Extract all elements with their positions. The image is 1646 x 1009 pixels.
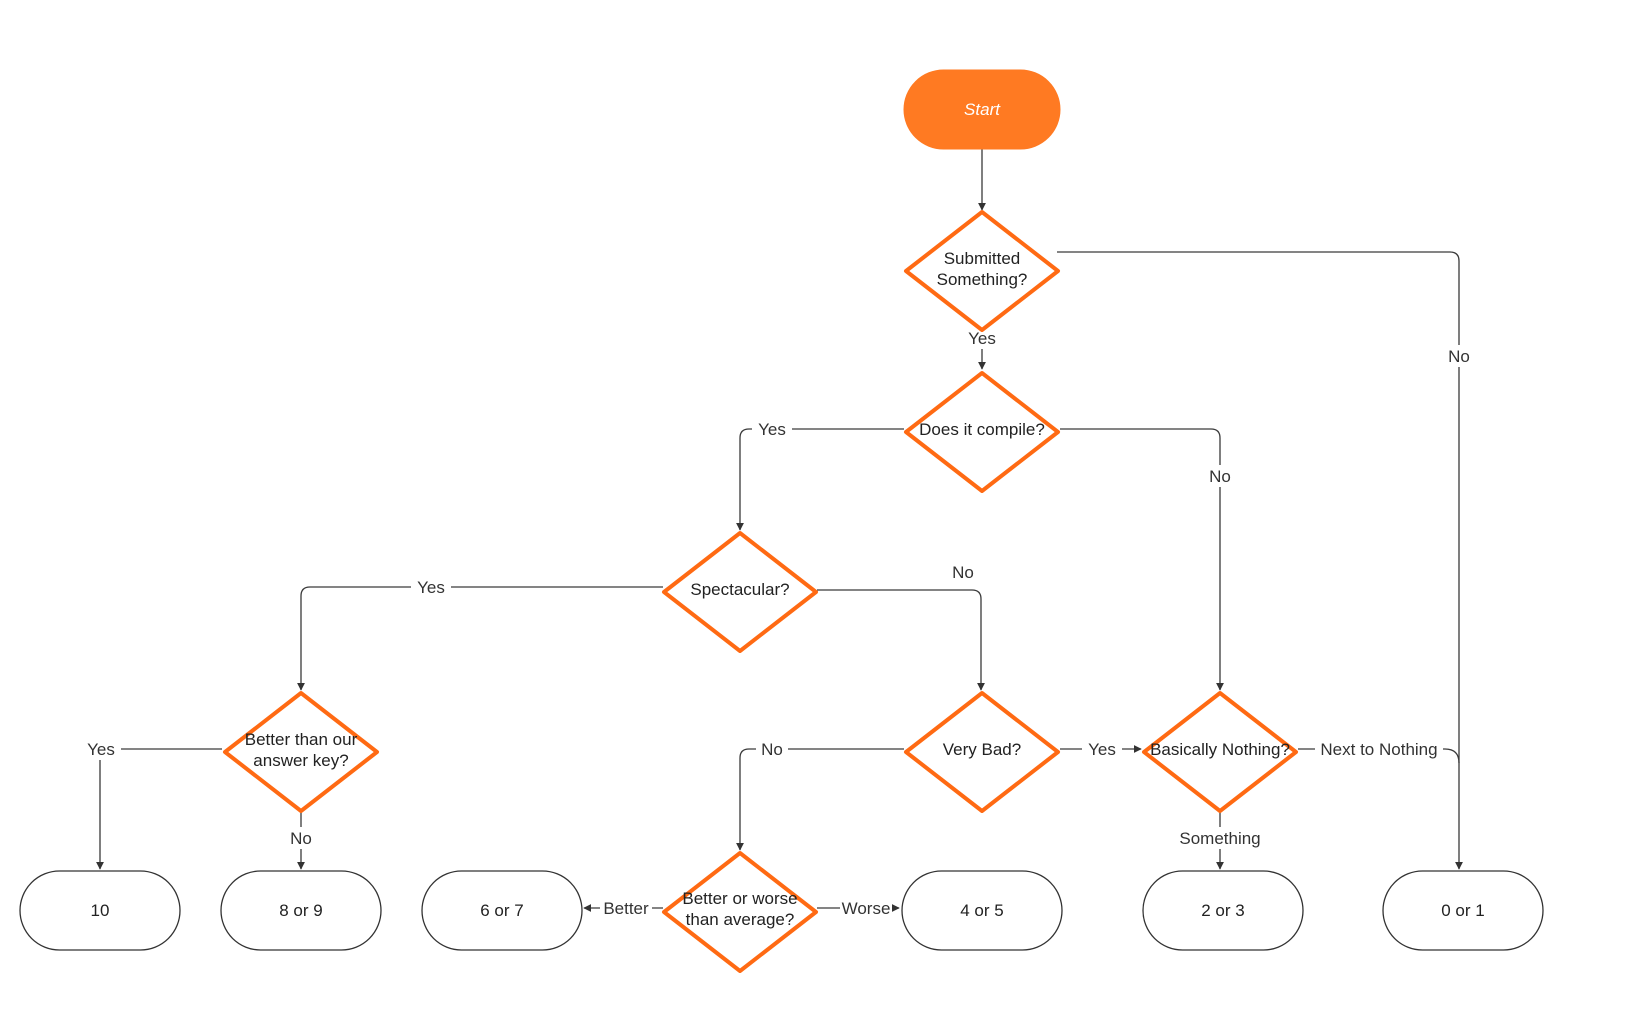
outcome-4-or-5[interactable]: 4 or 5 [901, 870, 1063, 951]
edge-label-better-key-yes: Yes [81, 738, 121, 760]
edge-label-very-bad-yes: Yes [1082, 738, 1122, 760]
svg-text:Yes: Yes [1088, 740, 1116, 759]
outcome-10-label: 10 [91, 901, 110, 920]
edge-spectacular-yes [297, 586, 663, 691]
svg-text:Next to Nothing: Next to Nothing [1320, 740, 1437, 759]
decision-basically-nothing[interactable]: Basically Nothing? [1142, 691, 1298, 813]
decision-submitted-line-1: Submitted [944, 249, 1021, 268]
svg-text:Yes: Yes [968, 329, 996, 348]
edge-submitted-no [1057, 251, 1463, 870]
edge-better-key-yes [96, 748, 222, 870]
edge-label-submitted-no: No [1443, 345, 1475, 367]
decision-submitted-line-2: Something? [937, 270, 1028, 289]
decision-better-than-answer-key[interactable]: Better than our answer key? [223, 691, 379, 813]
edge-label-compile-no: No [1204, 465, 1236, 487]
edge-label-compile-yes: Yes [752, 418, 792, 440]
outcome-8-or-9-label: 8 or 9 [279, 901, 322, 920]
decision-spectacular-line-1: Spectacular? [690, 580, 789, 599]
decision-better-or-worse[interactable]: Better or worse than average? [662, 851, 818, 973]
svg-text:No: No [952, 563, 974, 582]
decision-better-key-line-2: answer key? [253, 751, 348, 770]
svg-text:No: No [761, 740, 783, 759]
start-node[interactable]: Start [903, 69, 1061, 150]
outcome-10[interactable]: 10 [19, 870, 181, 951]
decision-spectacular[interactable]: Spectacular? [662, 531, 818, 653]
edge-label-basically-something: Something [1175, 827, 1265, 849]
start-label: Start [964, 100, 1001, 119]
svg-text:Worse: Worse [842, 899, 891, 918]
edge-very-bad-no [736, 748, 904, 851]
edge-spectacular-no [817, 589, 985, 691]
edge-label-better-worse-better: Better [600, 897, 652, 919]
svg-text:Yes: Yes [758, 420, 786, 439]
edge-label-submitted-yes: Yes [962, 327, 1002, 349]
outcome-0-or-1-label: 0 or 1 [1441, 901, 1484, 920]
edge-label-spectacular-no: No [952, 563, 974, 582]
edge-label-basically-next: Next to Nothing [1315, 738, 1443, 760]
svg-text:No: No [290, 829, 312, 848]
outcome-2-or-3[interactable]: 2 or 3 [1142, 870, 1304, 951]
edge-label-better-key-no: No [285, 827, 317, 849]
edge-compile-yes [736, 428, 904, 531]
decision-better-worse-line-2: than average? [686, 910, 795, 929]
svg-text:Yes: Yes [417, 578, 445, 597]
decision-compile-line-1: Does it compile? [919, 420, 1045, 439]
outcome-4-or-5-label: 4 or 5 [960, 901, 1003, 920]
svg-text:Yes: Yes [87, 740, 115, 759]
decision-very-bad[interactable]: Very Bad? [904, 691, 1060, 813]
outcome-6-or-7[interactable]: 6 or 7 [421, 870, 583, 951]
decision-basically-nothing-line-1: Basically Nothing? [1150, 740, 1290, 759]
edge-compile-no [1060, 428, 1224, 691]
outcome-0-or-1[interactable]: 0 or 1 [1382, 870, 1544, 951]
decision-better-key-line-1: Better than our [245, 730, 358, 749]
decision-submitted-something[interactable]: Submitted Something? [904, 210, 1060, 332]
decision-better-worse-line-1: Better or worse [682, 889, 797, 908]
edge-label-spectacular-yes: Yes [411, 576, 451, 598]
svg-text:No: No [1448, 347, 1470, 366]
outcome-2-or-3-label: 2 or 3 [1201, 901, 1244, 920]
svg-text:Something: Something [1179, 829, 1260, 848]
edge-label-better-worse-worse: Worse [840, 897, 892, 919]
edge-label-very-bad-no: No [756, 738, 788, 760]
svg-text:No: No [1209, 467, 1231, 486]
decision-very-bad-line-1: Very Bad? [943, 740, 1021, 759]
outcome-6-or-7-label: 6 or 7 [480, 901, 523, 920]
svg-text:Better: Better [603, 899, 649, 918]
outcome-8-or-9[interactable]: 8 or 9 [220, 870, 382, 951]
decision-does-it-compile[interactable]: Does it compile? [904, 371, 1060, 493]
edge-basically-next [1298, 748, 1460, 764]
